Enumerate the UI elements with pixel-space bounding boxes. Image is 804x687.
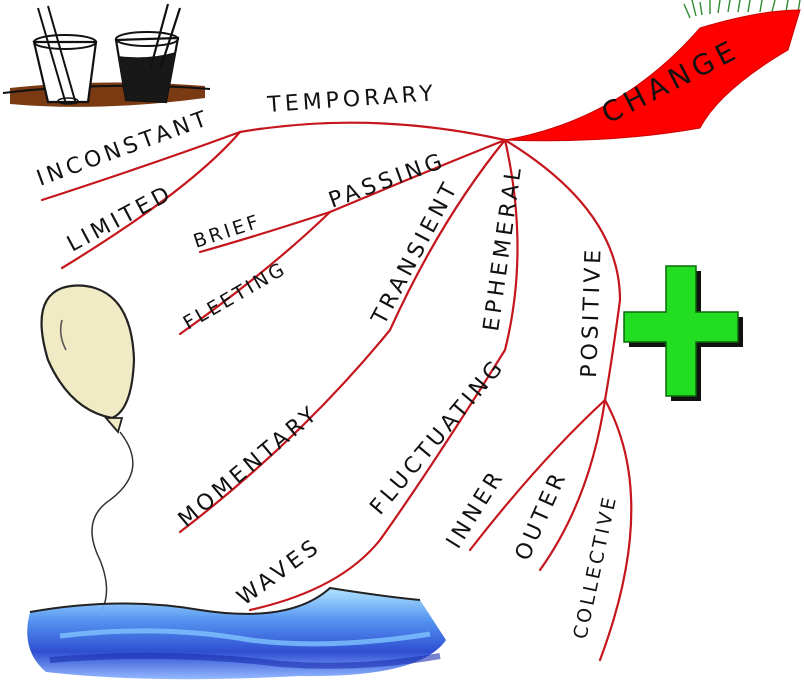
plus-icon (623, 265, 743, 401)
water-waves-icon (27, 586, 446, 680)
grass-icon (683, 0, 801, 19)
balloon-icon (40, 284, 136, 611)
two-drinking-glasses-icon (2, 3, 211, 107)
central-node-shape (504, 9, 801, 142)
branch-label-fleeting: FLEETING (180, 257, 291, 334)
branch-label-positive: POSITIVE (577, 245, 607, 378)
branch-label-limited: LIMITED (63, 181, 178, 258)
branch-label-temporary: TEMPORARY (266, 81, 438, 118)
branch-label-inner: INNER (442, 465, 510, 553)
branch-label-transient: TRANSIENT (367, 176, 464, 330)
branch-label-momentary: MOMENTARY (174, 400, 325, 532)
branch-label-inconstant: INCONSTANT (34, 106, 214, 192)
branch-label-outer: OUTER (511, 467, 573, 565)
branch-lines (40, 121, 633, 662)
branch-label-brief: BRIEF (191, 210, 264, 252)
branch-label-ephemeral: EPHEMERAL (479, 163, 527, 333)
